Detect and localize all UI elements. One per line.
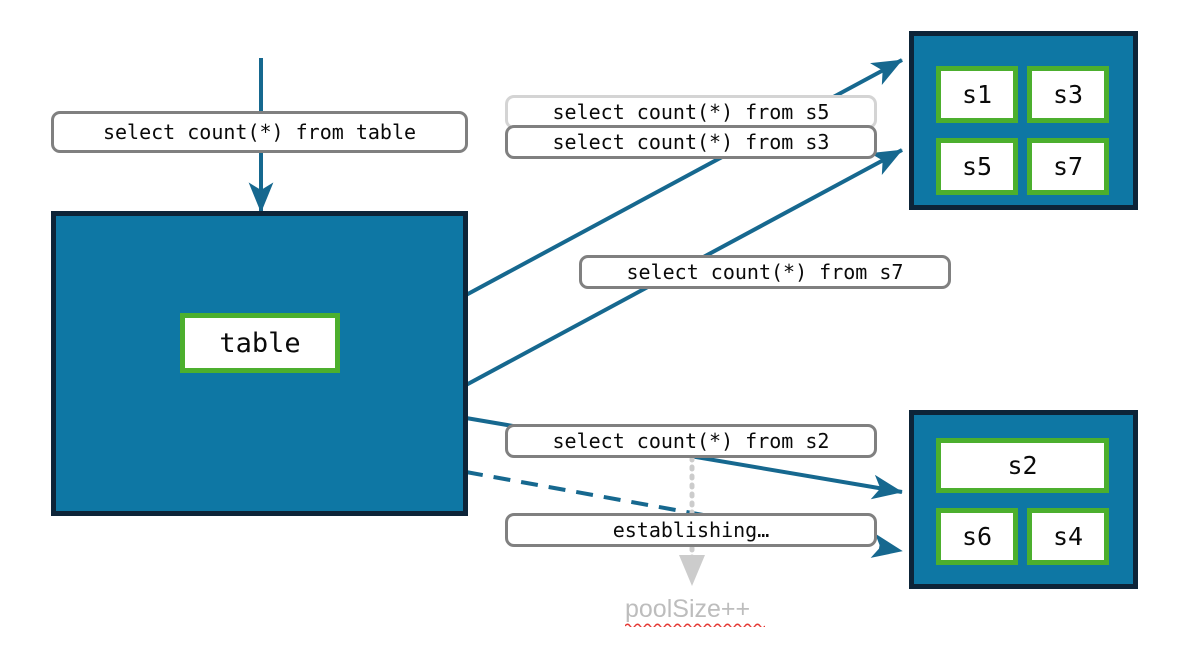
label-query-table: select count(*) from table — [51, 111, 468, 153]
label-query-s5: select count(*) from s5 — [505, 95, 877, 129]
label-query-s3: select count(*) from s3 — [505, 125, 877, 159]
label-establishing: establishing… — [505, 513, 877, 547]
label-query-s7-text: select count(*) from s7 — [626, 260, 904, 284]
database-table-node: table — [180, 313, 340, 373]
poolsize-annotation: poolSize++ — [625, 595, 765, 627]
pool-node-s7-label: s7 — [1052, 152, 1084, 181]
pool-node-s5: s5 — [936, 138, 1018, 195]
pool-node-s2: s2 — [936, 438, 1109, 493]
label-query-table-text: select count(*) from table — [102, 120, 417, 144]
label-query-s7: select count(*) from s7 — [579, 255, 951, 289]
label-query-s5-text: select count(*) from s5 — [552, 100, 830, 124]
spellcheck-squiggle-icon — [625, 623, 765, 627]
pool-node-s7: s7 — [1027, 138, 1109, 195]
label-query-s2-text: select count(*) from s2 — [552, 429, 830, 453]
pool-node-s1-label: s1 — [961, 80, 993, 109]
label-query-s2: select count(*) from s2 — [505, 424, 877, 458]
label-establishing-text: establishing… — [612, 518, 770, 542]
pool-node-s6-label: s6 — [961, 522, 993, 551]
pool-node-s6: s6 — [936, 508, 1018, 565]
pool-node-s3: s3 — [1027, 66, 1109, 123]
pool-node-s3-label: s3 — [1052, 80, 1084, 109]
pool-node-s2-label: s2 — [1007, 451, 1038, 480]
pool-node-s5-label: s5 — [961, 152, 993, 181]
pool-node-s4: s4 — [1027, 508, 1109, 565]
database-table-label: table — [219, 327, 301, 359]
label-query-s3-text: select count(*) from s3 — [552, 130, 830, 154]
pool-node-s1: s1 — [936, 66, 1018, 123]
pool-node-s4-label: s4 — [1052, 522, 1084, 551]
poolsize-annotation-text: poolSize++ — [625, 595, 751, 623]
